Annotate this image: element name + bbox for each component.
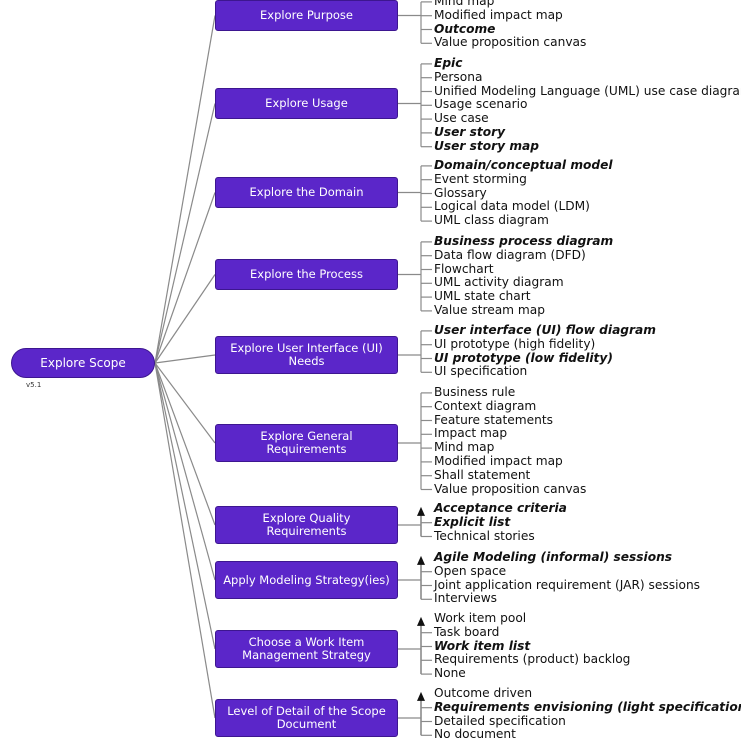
- option-item: UI prototype (low fidelity): [434, 350, 613, 365]
- goal-node-apply-modeling-strategy-ies[interactable]: Apply Modeling Strategy(ies): [215, 561, 398, 599]
- option-item: Domain/conceptual model: [434, 158, 613, 172]
- option-item: Value proposition canvas: [434, 481, 587, 496]
- root-to-goal-line: [154, 362, 216, 526]
- option-item: Modified impact map: [434, 453, 563, 468]
- option-item: Explicit list: [434, 514, 511, 529]
- option-item: Joint application requirement (JAR) sess…: [434, 577, 701, 592]
- option-item: Feature statements: [434, 412, 554, 427]
- goal-node-explore-the-process[interactable]: Explore the Process: [215, 259, 398, 290]
- arrow-up-icon: [417, 691, 425, 701]
- option-item: Modified impact map: [434, 7, 563, 22]
- goal-node-explore-user-interface-ui-needs[interactable]: Explore User Interface (UI) Needs: [215, 336, 398, 374]
- option-item: None: [434, 666, 466, 681]
- goal-node-level-of-detail-of-the-scope-document[interactable]: Level of Detail of the Scope Document: [215, 699, 398, 737]
- goal-node-explore-usage[interactable]: Explore Usage: [215, 88, 398, 119]
- option-item: Value stream map: [434, 302, 546, 317]
- arrow-up-icon: [417, 506, 425, 516]
- root-to-goal-line: [154, 362, 216, 650]
- option-item: Persona: [434, 69, 483, 84]
- option-item: Data flow diagram (DFD): [434, 247, 586, 262]
- goal-node-explore-quality-requirements[interactable]: Explore Quality Requirements: [215, 506, 398, 544]
- option-item: Context diagram: [434, 398, 537, 413]
- goal-node-explore-general-requirements[interactable]: Explore General Requirements: [215, 424, 398, 462]
- goal-node-explore-the-domain[interactable]: Explore the Domain: [215, 177, 398, 208]
- option-item: Event storming: [434, 171, 527, 186]
- root-to-goal-line: [154, 362, 216, 444]
- option-item: User interface (UI) flow diagram: [434, 323, 656, 337]
- goal-label: Explore the Process: [250, 267, 363, 281]
- option-item: Epic: [434, 56, 463, 70]
- option-item: UML activity diagram: [434, 275, 564, 290]
- option-item: Flowchart: [434, 261, 494, 276]
- option-item: Task board: [434, 624, 500, 639]
- option-item: User story map: [434, 138, 539, 153]
- root-to-goal-line: [154, 103, 216, 364]
- option-item: Use case: [434, 111, 489, 126]
- root-label: Explore Scope: [40, 356, 126, 370]
- goal-label: Explore User Interface (UI) Needs: [230, 341, 383, 368]
- root-to-goal-line: [154, 354, 216, 364]
- option-item: UI prototype (high fidelity): [434, 336, 596, 351]
- goal-label: Choose a Work Item Management Strategy: [242, 635, 371, 662]
- option-item: UI specification: [434, 364, 528, 379]
- version-label: v5.1: [26, 381, 42, 389]
- root-to-goal-line: [154, 362, 216, 581]
- option-item: Interviews: [434, 591, 498, 606]
- root-to-goal-line: [154, 362, 216, 719]
- goal-label: Apply Modeling Strategy(ies): [223, 572, 390, 587]
- goal-label: Explore Quality Requirements: [262, 511, 351, 538]
- option-item: Work item list: [434, 638, 531, 653]
- option-item: Acceptance criteria: [434, 501, 567, 515]
- option-item: Requirements (product) backlog: [434, 652, 631, 667]
- option-item: Mind map: [434, 0, 495, 8]
- goal-label: Explore General Requirements: [260, 429, 353, 456]
- goal-node-choose-a-work-item-management-strategy[interactable]: Choose a Work Item Management Strategy: [215, 630, 398, 668]
- option-item: Open space: [434, 563, 507, 578]
- option-item: UML state chart: [434, 289, 531, 304]
- goal-label: Explore Purpose: [260, 8, 353, 22]
- option-item: User story: [434, 124, 506, 139]
- option-item: Requirements envisioning (light specific…: [434, 699, 741, 714]
- root-node-explore-scope[interactable]: Explore Scope: [11, 348, 155, 378]
- root-to-goal-line: [154, 274, 216, 364]
- root-to-goal-line: [154, 192, 216, 364]
- option-item: Glossary: [434, 185, 487, 200]
- option-item: Technical stories: [434, 528, 535, 543]
- option-item: Impact map: [434, 426, 508, 441]
- option-item: Business process diagram: [434, 234, 614, 248]
- option-item: Value proposition canvas: [434, 35, 587, 50]
- option-item: Business rule: [434, 385, 516, 399]
- option-item: No document: [434, 727, 516, 742]
- option-item: Unified Modeling Language (UML) use case…: [434, 83, 741, 98]
- goal-node-explore-purpose[interactable]: Explore Purpose: [215, 0, 398, 31]
- goal-label: Explore the Domain: [249, 185, 364, 199]
- root-to-goal-line: [154, 15, 216, 364]
- arrow-up-icon: [417, 616, 425, 626]
- option-item: Outcome driven: [434, 686, 533, 700]
- option-item: Logical data model (LDM): [434, 199, 590, 214]
- option-item: UML class diagram: [434, 213, 549, 228]
- option-item: Outcome: [434, 21, 496, 36]
- option-item: Shall statement: [434, 467, 531, 482]
- option-item: Agile Modeling (informal) sessions: [434, 550, 673, 564]
- option-item: Detailed specification: [434, 713, 566, 728]
- goal-label: Level of Detail of the Scope Document: [227, 704, 386, 731]
- arrow-up-icon: [417, 555, 425, 565]
- option-item: Work item pool: [434, 611, 527, 625]
- goal-label: Explore Usage: [265, 96, 348, 110]
- option-item: Mind map: [434, 440, 495, 455]
- option-item: Usage scenario: [434, 97, 528, 112]
